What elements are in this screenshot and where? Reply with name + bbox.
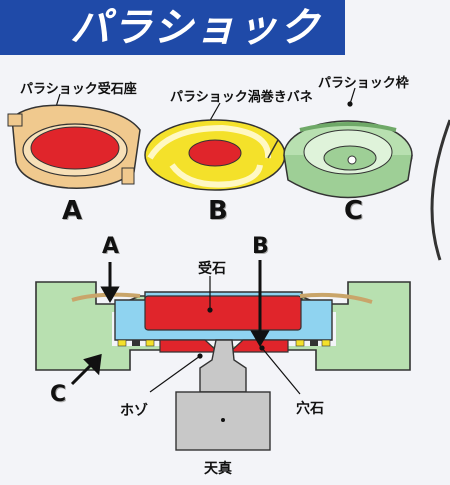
leader-tenon-dot [197, 353, 203, 359]
spring-right [299, 292, 373, 304]
jewel-label: 受石 [198, 261, 226, 277]
part-label-spring: パラショック渦巻きバネ [170, 90, 313, 105]
seat-tab-left [7, 113, 23, 127]
spring-gap-outer [147, 124, 272, 160]
part-letter-b: B [208, 196, 228, 226]
spring-gap-inner [169, 163, 263, 188]
arrow-b-head [250, 330, 270, 347]
arrow-a-head [100, 286, 120, 303]
pointer-label-b: B [252, 234, 269, 259]
frame-slot [299, 122, 397, 132]
spring-left [71, 292, 141, 302]
leader-hole-jewel [261, 347, 301, 395]
cross-section-diagram [35, 281, 411, 451]
part-b-spring-illustration [144, 119, 286, 191]
hole-jewel-label: 穴石 [296, 401, 324, 417]
leader-dot-frame [347, 101, 353, 107]
frame-hole [347, 155, 357, 165]
part-a-seat-illustration [7, 104, 141, 189]
pointer-label-a: A [102, 234, 120, 259]
part-c-frame-illustration [283, 120, 413, 199]
leader-tenon [149, 355, 201, 393]
part-letter-a: A [62, 196, 83, 226]
arbor-dot [221, 418, 225, 422]
page-title: パラショック [70, 5, 322, 51]
balance-wheel-edge [430, 119, 450, 261]
seat-jewel [30, 126, 120, 170]
part-label-frame: パラショック枠 [318, 76, 409, 91]
title-banner [0, 0, 345, 55]
spring-stripes [117, 339, 331, 347]
spring-end [267, 139, 279, 159]
part-letter-c: C [344, 196, 364, 226]
cap-jewel [144, 295, 302, 331]
banner-notch [318, 0, 345, 55]
arbor-label: 天真 [204, 461, 232, 477]
part-label-seat: パラショック受石座 [20, 82, 137, 97]
leader-hole-jewel-dot [259, 345, 265, 351]
hole-jewel [159, 339, 289, 353]
leader-line-frame [349, 87, 356, 105]
spring-center-jewel [188, 139, 242, 167]
arrow-c-head [83, 353, 102, 376]
seat-tab-right [121, 167, 135, 185]
pointer-label-c: C [50, 382, 67, 407]
leader-jewel-dot [207, 307, 213, 313]
tenon-label: ホゾ [120, 403, 148, 419]
arrow-c [70, 362, 94, 386]
